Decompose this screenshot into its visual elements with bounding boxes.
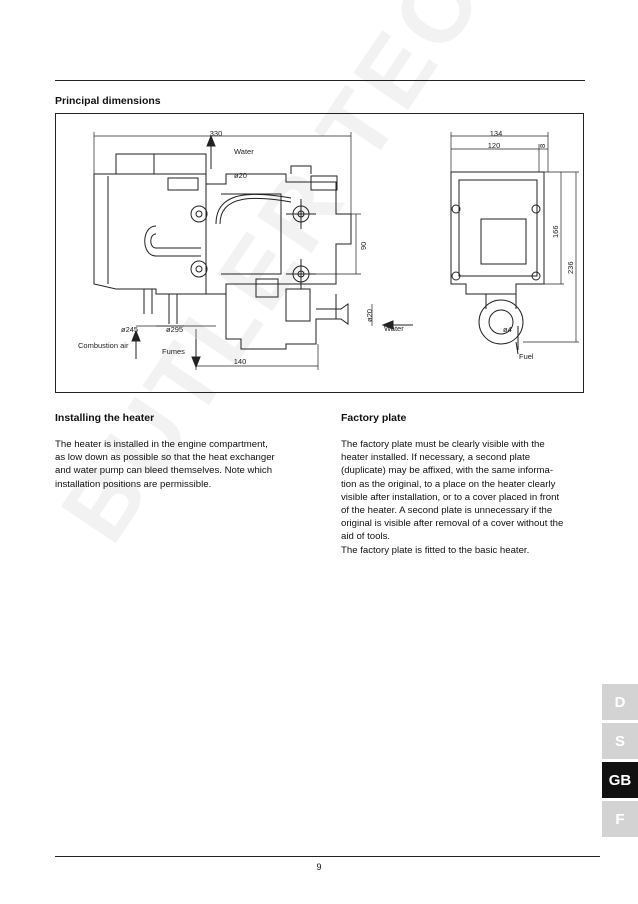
dim-90: 90: [359, 242, 368, 250]
factory-line: visible after installation, or to a cove…: [341, 491, 560, 503]
section-title-installing: Installing the heater: [55, 412, 155, 424]
installing-line: installation positions are permissible.: [55, 478, 212, 490]
section-title-factory-plate: Factory plate: [341, 412, 407, 424]
dim-8: 8: [538, 144, 547, 148]
dimension-drawing: 330 134 120 8 166 236 90 140 ø20 ø20 ø24…: [55, 113, 584, 393]
installing-paragraph: The heater is installed in the engine co…: [55, 438, 325, 491]
dim-134: 134: [490, 129, 503, 138]
diameter-4: ø4: [503, 325, 512, 334]
language-tabs: D S GB F: [602, 684, 638, 840]
factory-line: heater installed. If necessary, a second…: [341, 452, 531, 464]
label-fuel: Fuel: [519, 352, 534, 361]
label-water-top: Water: [234, 147, 254, 156]
factory-line: of the heater. A second plate is unneces…: [341, 505, 553, 517]
section-title-principal-dimensions: Principal dimensions: [55, 95, 161, 107]
page-number: 9: [316, 862, 322, 872]
language-tab-f[interactable]: F: [602, 801, 638, 837]
label-fumes: Fumes: [162, 347, 185, 356]
label-water-side: Water: [384, 324, 404, 333]
diameter-20-side: ø20: [365, 309, 374, 322]
diameter-295: ø295: [166, 325, 183, 334]
heater-diagram: 330 134 120 8 166 236 90 140 ø20 ø20 ø24…: [78, 129, 579, 370]
factory-line: The factory plate must be clearly visibl…: [341, 439, 545, 450]
dim-140: 140: [234, 357, 247, 366]
diameter-245: ø245: [121, 325, 138, 334]
installing-line: as low down as possible so that the heat…: [55, 452, 275, 464]
footer-rule: [55, 856, 600, 857]
dim-330: 330: [210, 129, 223, 138]
header-rule: [55, 80, 585, 81]
factory-line: original is visible after removal of a c…: [341, 518, 564, 530]
factory-line: aid of tools.: [341, 531, 391, 543]
factory-plate-paragraph: The factory plate must be clearly visibl…: [341, 438, 603, 557]
factory-line: The factory plate is fitted to the basic…: [341, 544, 530, 556]
language-tab-gb[interactable]: GB: [602, 762, 638, 798]
language-tab-s[interactable]: S: [602, 723, 638, 759]
label-combustion-air: Combustion air: [78, 341, 129, 350]
dim-236: 236: [566, 261, 575, 274]
installing-line: The heater is installed in the engine co…: [55, 439, 268, 450]
language-tab-d[interactable]: D: [602, 684, 638, 720]
factory-line: (duplicate) may be affixed, with the sam…: [341, 465, 554, 477]
dim-120: 120: [488, 141, 501, 150]
factory-line: tion as the original, to a place on the …: [341, 478, 556, 490]
dim-166: 166: [551, 225, 560, 238]
installing-line: and water pump can bleed themselves. Not…: [55, 465, 273, 477]
diameter-20-top: ø20: [234, 171, 247, 180]
